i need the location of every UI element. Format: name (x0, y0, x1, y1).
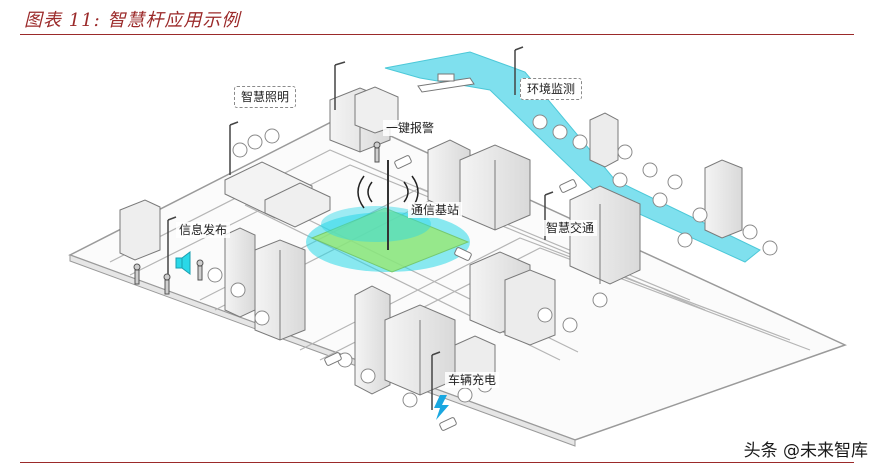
label-one-key-alarm: 一键报警 (383, 120, 438, 136)
communication-tower (357, 160, 419, 250)
ship-icon (417, 73, 475, 93)
smart-poles (167, 46, 554, 410)
figure-title: 图表 11: 智慧杆应用示例 (24, 10, 241, 31)
smart-pole-city-illustration (68, 46, 847, 447)
pedestrians (133, 141, 381, 295)
speaker-icon (175, 251, 191, 275)
bottom-rule (20, 462, 854, 463)
lightning-icon (434, 395, 449, 420)
label-vehicle-charging: 车辆充电 (445, 372, 500, 388)
label-smart-lighting: 智慧照明 (234, 86, 297, 108)
cars (324, 155, 577, 431)
top-rule (20, 34, 854, 35)
label-communication-station: 通信基站 (408, 202, 463, 218)
trees (207, 114, 778, 408)
plaza (310, 207, 470, 273)
label-info-release: 信息发布 (176, 222, 231, 238)
watermark: 头条 @未来智库 (743, 441, 868, 461)
label-environment-monitoring: 环境监测 (520, 78, 583, 100)
label-smart-traffic: 智慧交通 (543, 220, 598, 236)
